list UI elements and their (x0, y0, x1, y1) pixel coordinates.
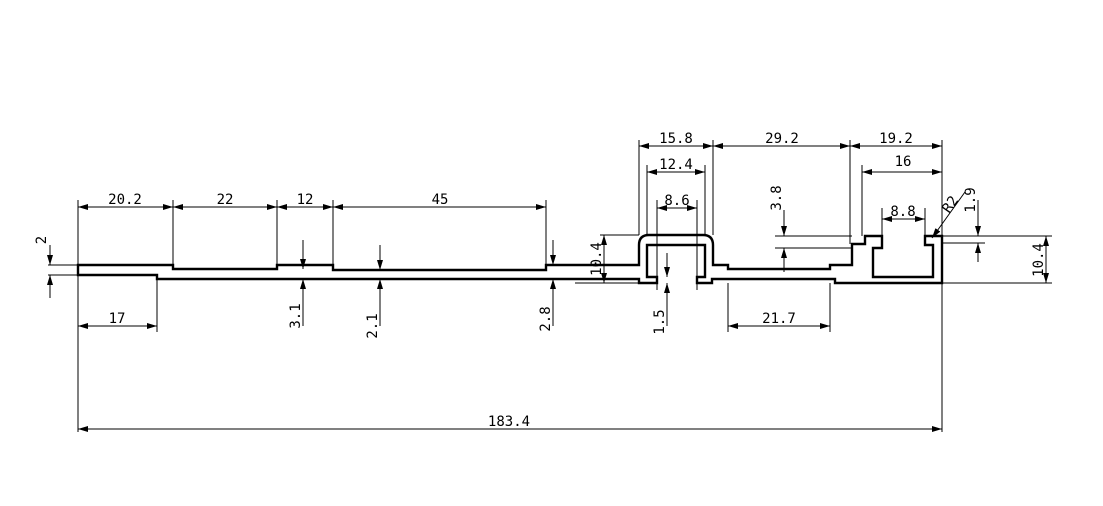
dim-label: 12.4 (659, 157, 693, 173)
dim-label: 8.6 (664, 193, 689, 209)
dim-label: 2.1 (365, 313, 381, 338)
dim-label: 19.2 (879, 131, 913, 147)
dim-label: 8.8 (890, 204, 915, 220)
dim-label: 2.8 (538, 306, 554, 331)
dim-label: 3.1 (288, 303, 304, 328)
extension-lines (48, 140, 1052, 432)
dim-label: 3.8 (769, 185, 785, 210)
dim-label: 1.9 (963, 187, 979, 212)
dim-label: 15.8 (659, 131, 693, 147)
dim-label: 20.2 (108, 192, 142, 208)
dim-label: 16 (895, 154, 912, 170)
dim-label: 2 (34, 236, 50, 244)
dim-label: 45 (432, 192, 449, 208)
dim-label: 17 (109, 311, 126, 327)
dim-label: 1.5 (652, 309, 668, 334)
dim-label: 183.4 (488, 414, 530, 430)
dim-label: 29.2 (765, 131, 799, 147)
dimension-labels: 20.2 22 12 45 17 183.4 15.8 12.4 8.6 29.… (34, 131, 1047, 430)
dim-label: 22 (217, 192, 234, 208)
dimension-lines (47, 143, 1049, 432)
dim-label: 10.4 (589, 242, 605, 276)
extrusion-profile (76, 233, 944, 285)
dim-label: 21.7 (762, 311, 796, 327)
radius-label: R2 (939, 193, 962, 216)
dim-label: 12 (297, 192, 314, 208)
dim-label: 10.4 (1031, 243, 1047, 277)
